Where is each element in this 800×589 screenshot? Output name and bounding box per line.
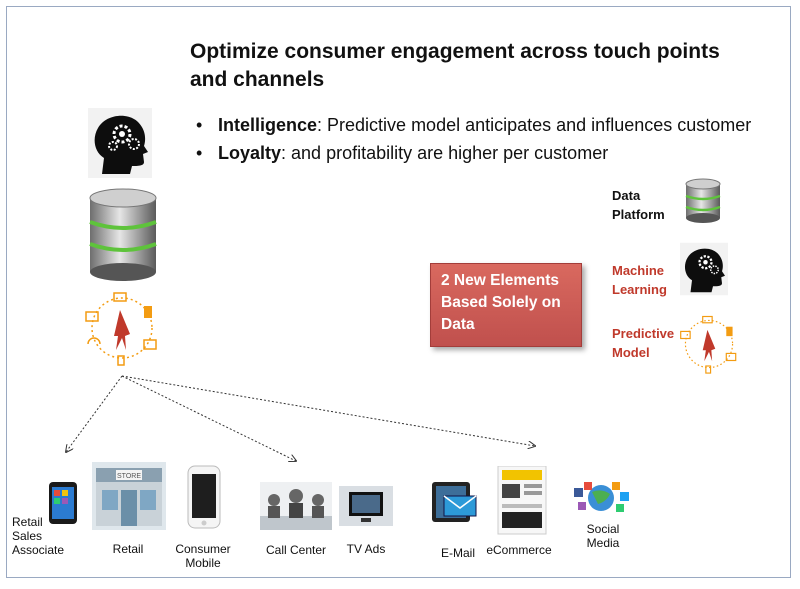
store-sign: STORE [117,473,141,480]
slide-title: Optimize consumer engagement across touc… [190,40,720,91]
legend-data-platform: Data Platform [612,186,665,224]
customer-channels-icon [680,315,737,374]
channel-label: Media [586,536,620,550]
channel-label-social-media: Social Media [576,522,630,550]
channel-label-tv-ads: TV Ads [346,542,386,556]
tv-icon [339,486,393,526]
bullet-term: Intelligence [218,115,318,135]
slide-frame [6,6,791,578]
channel-label: Consumer [175,542,231,556]
social-media-icon [574,482,629,512]
legend-machine-learning: Machine Learning [612,261,667,299]
head-gear-icon [680,242,728,296]
email-icon [432,482,477,522]
legend-label: Machine [612,263,665,278]
call-center-icon [260,482,332,530]
legend-label: Platform [612,207,665,222]
legend-label: Model [612,345,650,360]
channel-label-retail-sales-associate: Retail Sales Associate [12,515,64,557]
bullet-dot: • [196,143,203,163]
bullet-text: : Predictive model anticipates and influ… [317,115,752,135]
head-gear-icon [88,108,152,178]
callout-line: 2 New Elements [441,272,560,289]
ecommerce-icon [497,466,547,535]
bullet-term: Loyalty [218,143,282,163]
channel-label-call-center: Call Center [265,543,327,557]
channel-label-email: E-Mail [440,546,475,560]
callout-line: Data [441,316,475,333]
database-icon [685,178,721,223]
channel-label-consumer-mobile: Consumer Mobile [172,542,234,570]
smartphone-icon [187,465,221,529]
legend-predictive-model: Predictive Model [612,324,674,362]
legend-label: Learning [612,282,667,297]
channel-label: Retail [12,515,43,529]
channel-label: Associate [12,543,65,557]
callout-line: Based Solely on [441,294,561,311]
callout-box: 2 New Elements Based Solely on Data [430,263,582,347]
bullet-loyalty: • Loyalty: and profitability are higher … [196,140,796,166]
bullet-dot: • [196,115,203,135]
channel-label-ecommerce: eCommerce [486,543,552,557]
bullet-intelligence: • Intelligence: Predictive model anticip… [196,112,796,138]
customer-channels-icon [85,292,157,366]
bullet-text: : and profitability are higher per custo… [281,143,609,163]
channel-label-retail: Retail [112,542,144,556]
tablet-icon [49,482,77,524]
channel-label: Sales [12,529,43,543]
storefront-icon: STORE [92,462,166,530]
channel-label: Social [586,522,620,536]
database-icon [89,188,157,281]
channel-label: Mobile [185,556,221,570]
legend-label: Data [612,188,641,203]
bullet-list: • Intelligence: Predictive model anticip… [196,112,796,168]
legend-label: Predictive [612,326,675,341]
